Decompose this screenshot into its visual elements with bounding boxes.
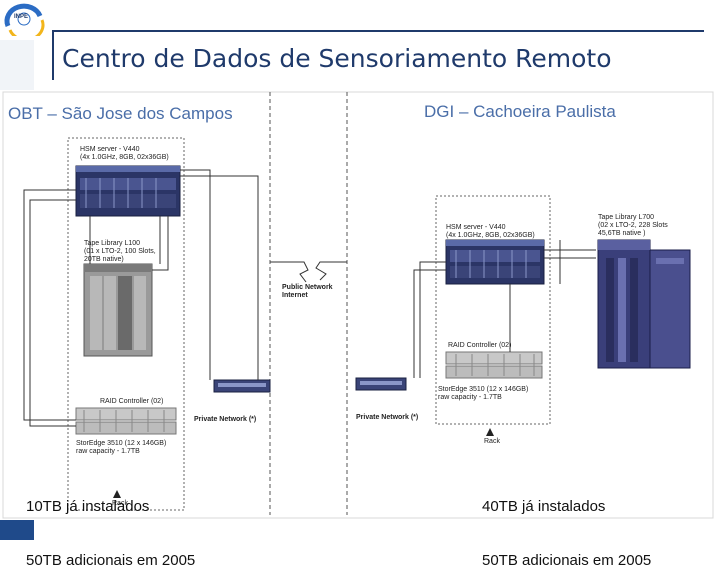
right-raid-label: RAID Controller (02) — [448, 342, 512, 349]
right-note-line-1: 40TB já instalados — [482, 498, 606, 515]
public-network-links — [270, 261, 347, 283]
left-connections — [23, 169, 259, 427]
page-title: Centro de Dados de Sensoriamento Remoto — [62, 44, 612, 73]
right-connections — [413, 240, 596, 378]
public-network-label: Public Network Internet — [282, 284, 333, 299]
rack-arrows — [113, 428, 494, 498]
right-note-line-2: 50TB adicionais em 2005 — [482, 552, 652, 569]
left-note-line-2: 50TB adicionais em 2005 — [26, 552, 196, 569]
left-capacity-note: 10TB já instalados 50TB adicionais em 20… — [26, 462, 195, 588]
left-tape-label: Tape Library L100 (01 x LTO-2, 100 Slots… — [84, 240, 156, 263]
title-rule-vertical — [52, 30, 54, 80]
right-private-net-label: Private Network (*) — [356, 414, 419, 421]
left-rack-box — [67, 137, 185, 511]
left-raid-label: RAID Controller (02) — [100, 398, 164, 405]
left-tape-library — [83, 263, 153, 357]
right-rack-box — [435, 195, 551, 425]
title-rule-horizontal — [52, 30, 704, 32]
right-hsm-server — [445, 239, 545, 285]
right-tape-label: Tape Library L700 (02 x LTO-2, 228 Slots… — [598, 214, 668, 237]
right-raid-storage — [445, 351, 543, 379]
left-note-line-1: 10TB já instalados — [26, 498, 150, 515]
right-site-title: DGI – Cachoeira Paulista — [424, 102, 616, 121]
right-rack-label: Rack — [484, 438, 500, 445]
right-capacity-note: 40TB já instalados 50TB adicionais em 20… — [482, 462, 651, 588]
inpe-logo-text: INPE — [14, 14, 29, 20]
left-hsm-server — [75, 165, 181, 217]
network-diagram: OBT – São Jose dos Campos DGI – Cachoeir… — [0, 90, 720, 520]
left-storedge-label: StorEdge 3510 (12 x 146GB) raw capacity … — [76, 440, 167, 455]
left-site-title: OBT – São Jose dos Campos — [8, 104, 233, 123]
inpe-logo-icon — [4, 3, 45, 42]
inpe-logo: INPE — [2, 2, 46, 42]
left-private-net-label: Private Network (*) — [194, 416, 257, 423]
left-private-switch — [213, 379, 271, 393]
diagram-graphics — [2, 91, 714, 519]
right-private-switch — [355, 377, 407, 391]
right-hsm-label: HSM server - V440 (4x 1.0GHz, 8GB, 02x36… — [446, 224, 535, 239]
left-raid-storage — [75, 407, 177, 435]
right-tape-library — [597, 239, 691, 369]
left-rack-label: Rack — [112, 500, 128, 507]
left-hsm-label: HSM server - V440 (4x 1.0GHz, 8GB, 02x36… — [80, 146, 169, 161]
right-storedge-label: StorEdge 3510 (12 x 146GB) raw capacity … — [438, 386, 529, 401]
